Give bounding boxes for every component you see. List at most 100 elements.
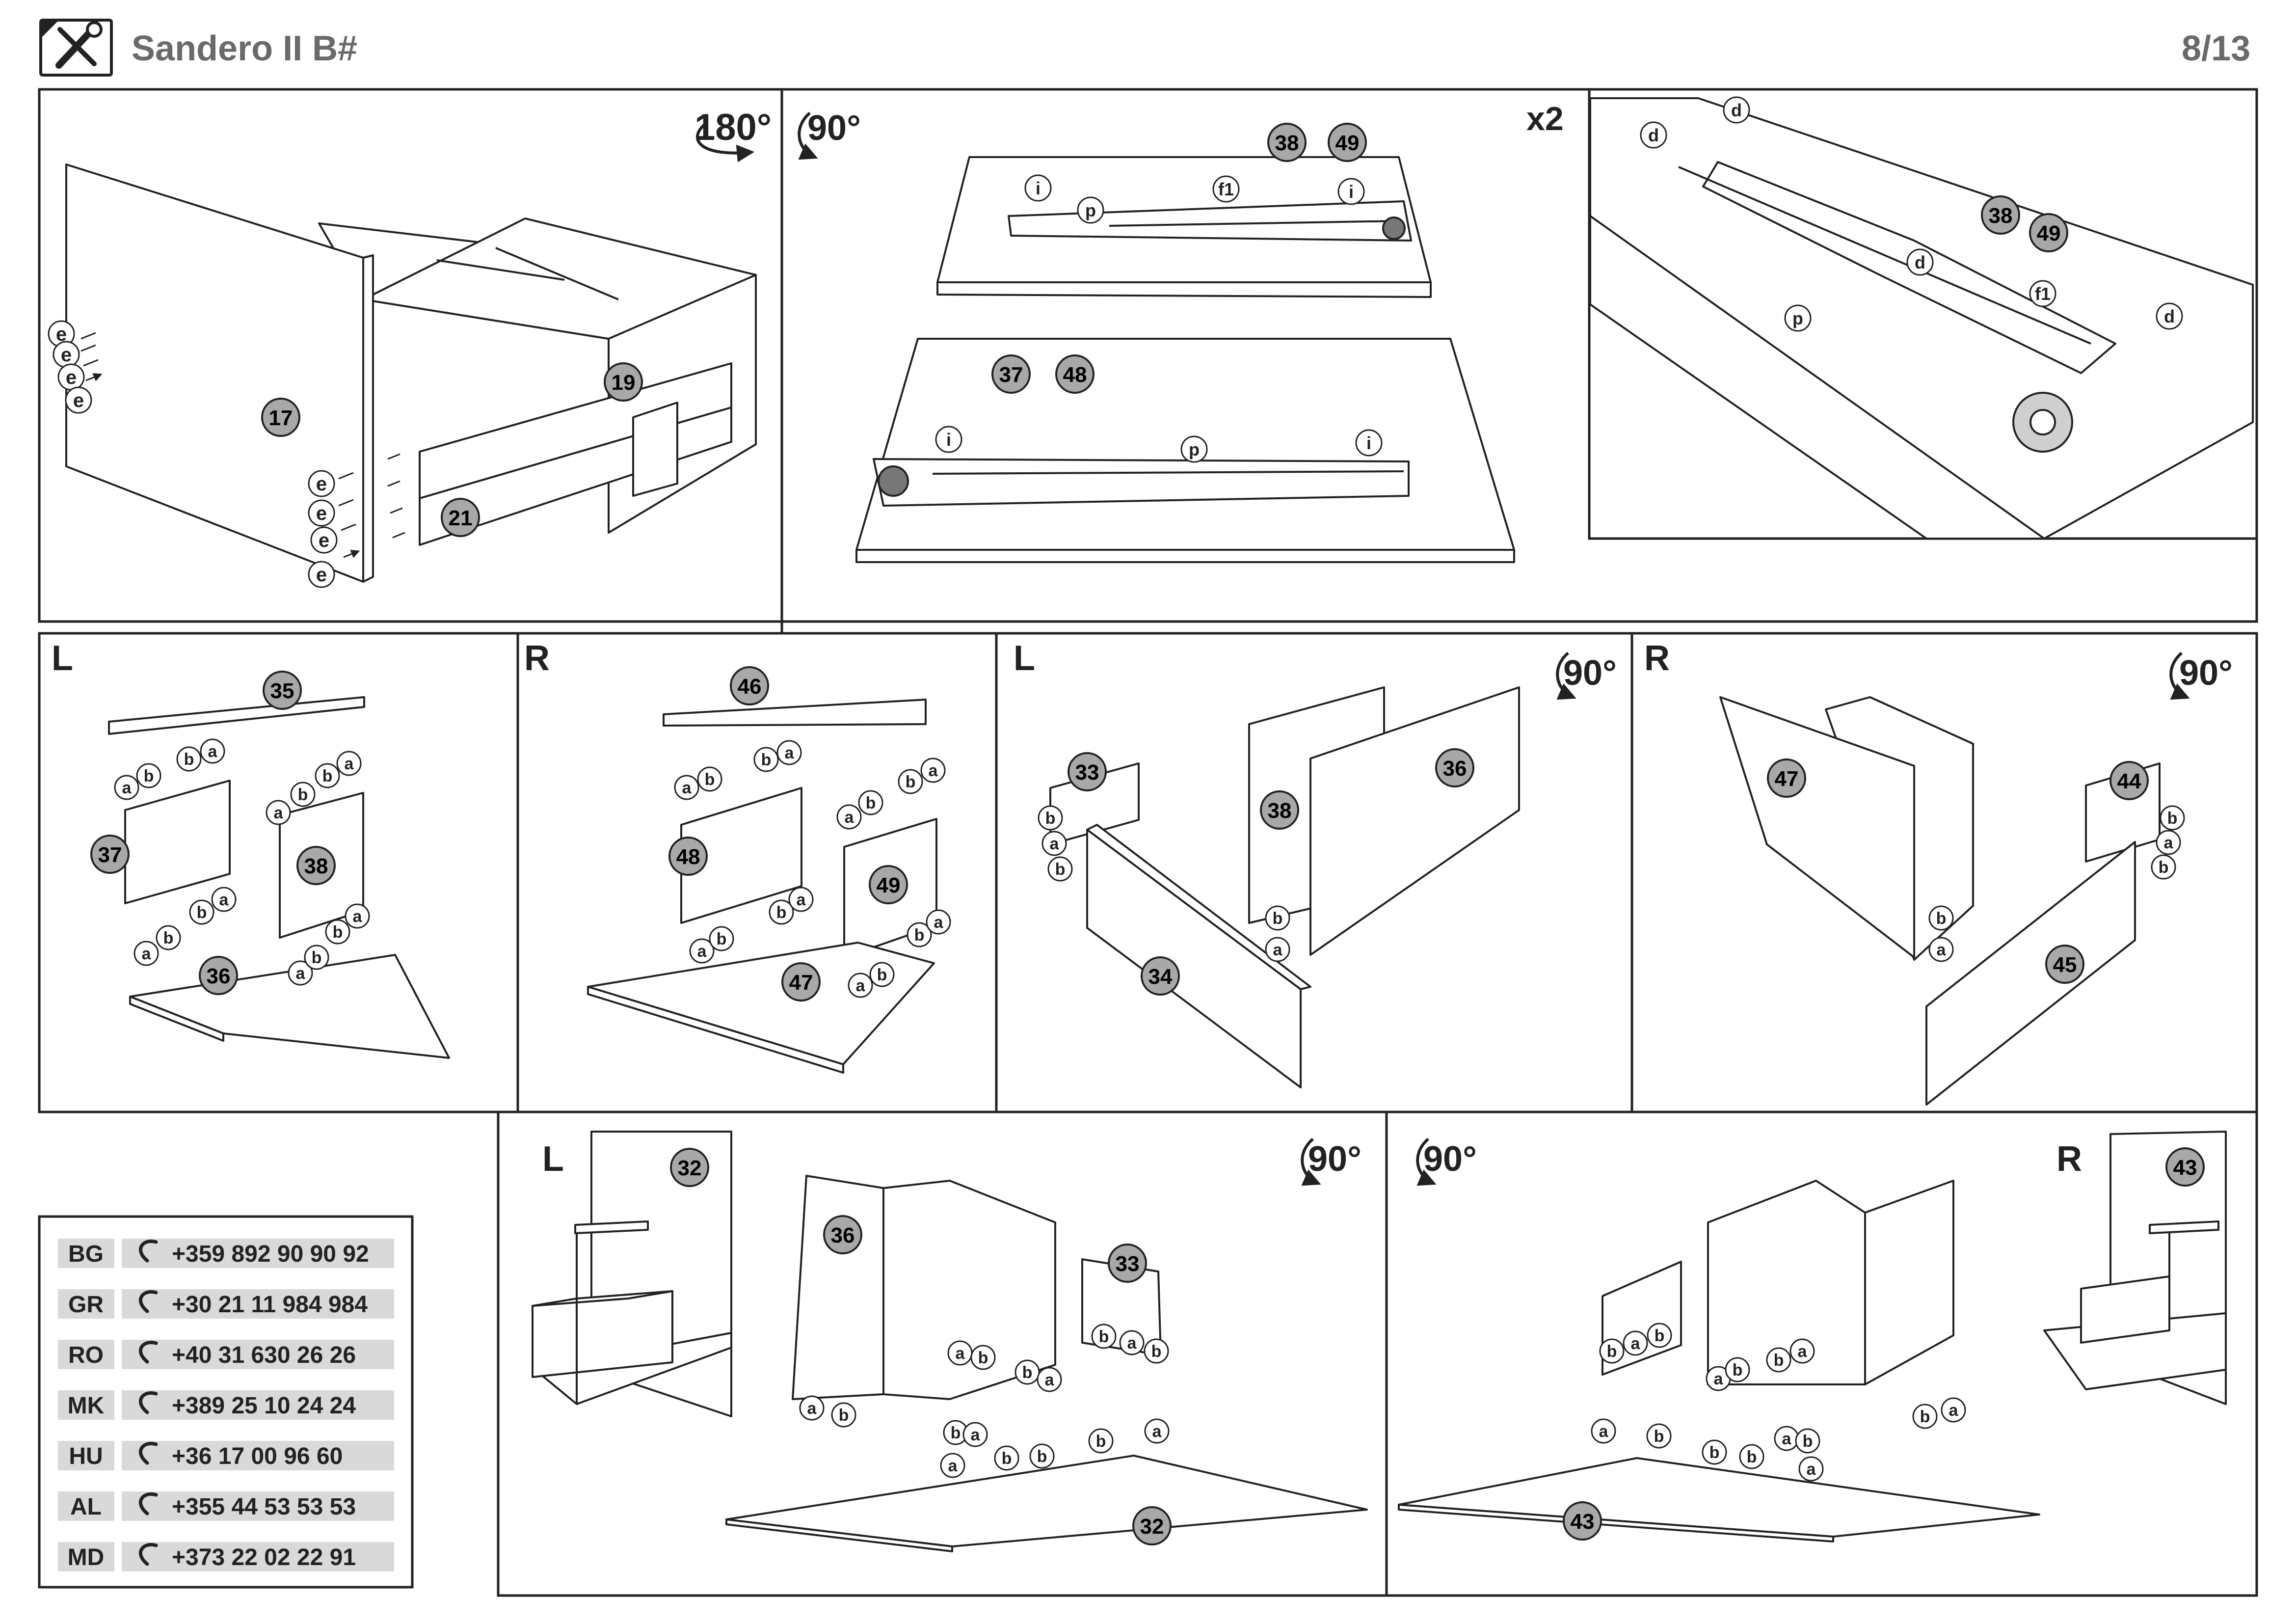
hardware-label: b [1774,1351,1784,1370]
hardware-label: b [1096,1432,1106,1451]
rotation-label: 180° [694,107,772,148]
hardware-label: b [761,751,772,769]
panel-1-bed-frame [65,163,757,583]
hardware-label: i [1349,182,1354,202]
panel-3-part-callouts: 38 49 [1981,195,2068,252]
part-label: 17 [269,406,293,430]
rotation-label: 90° [1308,1139,1362,1179]
hardware-label: b [1045,809,1056,828]
hardware-label: a [845,808,854,827]
rotation-90-icon [1416,1137,1437,1186]
hardware-label: b [2167,809,2178,828]
panel-4-part-callouts: 35 37 38 36 [90,671,336,995]
hardware-label: b [298,785,308,804]
hardware-label: a [682,779,692,797]
hardware-label: a [1045,1371,1055,1389]
hardware-label: a [296,964,306,983]
hardware-label: b [776,903,787,922]
hardware-label: a [1152,1422,1162,1441]
panel-1-part-callouts: 17 19 21 [261,362,643,537]
hardware-label: b [866,794,876,812]
panel-2-part-callouts: 38 49 37 48 [991,123,1367,394]
hardware-label: p [1792,308,1803,328]
part-label: 43 [2173,1156,2197,1180]
hardware-label: a [345,755,354,773]
part-label: 32 [678,1156,702,1180]
part-label: 43 [1571,1510,1595,1534]
hardware-label: b [1151,1342,1162,1361]
hardware-label: b [1037,1447,1047,1466]
hardware-label: a [1714,1370,1724,1388]
contact-phone: +359 892 90 90 92 [172,1241,369,1267]
panel-7-part-callouts: 47 44 45 [1767,758,2149,984]
panel-3-detail [1589,97,2254,540]
hardware-label: a [142,945,152,963]
hardware-label: b [1022,1363,1033,1382]
hardware-label: a [956,1344,965,1363]
hardware-label: a [208,742,218,761]
part-label: 47 [789,971,813,995]
hardware-label: e [316,564,327,586]
hardware-label: b [1920,1407,1930,1426]
contact-country: BG [68,1241,104,1267]
panel-1-hardware-callouts: e e e e e e e e [48,320,338,588]
hardware-label: b [839,1406,849,1425]
hardware-label: a [1798,1342,1808,1361]
side-label: L [542,1139,564,1179]
panel-8-hardware-callouts: a b a b b a b a b b a a b b b a [799,1324,1170,1478]
hardware-label: a [1050,835,1060,853]
panel-1-fasteners [80,332,405,557]
hardware-label: a [856,976,866,995]
part-label: 48 [1063,363,1087,387]
contact-phone: +36 17 00 96 60 [172,1443,343,1469]
panel-9-part-callouts: 43 43 [1563,1147,2205,1541]
panel-5-drawer [587,699,937,1074]
hardware-label: f1 [2035,284,2051,304]
part-label: 38 [1989,204,2013,228]
hardware-label: b [951,1424,961,1442]
panel-9-hardware-callouts: b a b a b b a b a a b b b a b a [1591,1323,1966,1482]
rotation-90-icon [1301,1137,1321,1186]
part-label: 38 [1275,131,1299,155]
side-label: R [1644,639,1670,678]
panel-2-boards [855,156,1515,563]
part-label: 21 [449,506,473,530]
part-label: 37 [999,363,1023,387]
hardware-label: b [1936,909,1947,928]
part-label: 36 [207,964,231,988]
hardware-label: a [1937,941,1947,959]
hardware-label: e [319,530,329,551]
part-label: 44 [2117,769,2141,793]
panel-5-part-callouts: 46 48 49 47 [668,666,908,1001]
side-label: R [2056,1139,2082,1179]
part-label: 46 [738,675,762,699]
hardware-label: b [1055,860,1066,879]
contact-country: AL [70,1494,102,1520]
hardware-label: e [56,324,67,345]
part-label: 38 [1268,799,1292,823]
hardware-label: a [785,744,795,762]
hardware-label: a [1273,941,1283,959]
hardware-label: a [2164,834,2174,852]
hardware-label: b [906,773,916,791]
hardware-label: b [705,770,715,789]
hardware-label: a [1807,1460,1816,1479]
hardware-label: a [1949,1401,1959,1420]
hardware-label: e [61,344,72,366]
contact-phone: +30 21 11 984 984 [172,1292,368,1318]
panel-8-nightstand [532,1131,1368,1552]
hardware-label: b [1747,1448,1757,1466]
rotation-label: 90° [1423,1139,1477,1179]
rotation-label: 90° [807,108,861,148]
part-label: 47 [1775,767,1799,791]
contact-country: MD [68,1544,105,1570]
panel-9-nightstand [1398,1131,2227,1543]
hardware-label: i [946,430,951,450]
hardware-label: b [1655,1326,1665,1345]
document-title: Sandero II B# [132,29,358,68]
contact-phone: +373 22 02 22 91 [172,1544,356,1570]
part-label: 19 [612,371,636,395]
contact-country: MK [68,1393,105,1419]
hardware-label: e [316,503,327,524]
hardware-label: b [1733,1361,1743,1380]
